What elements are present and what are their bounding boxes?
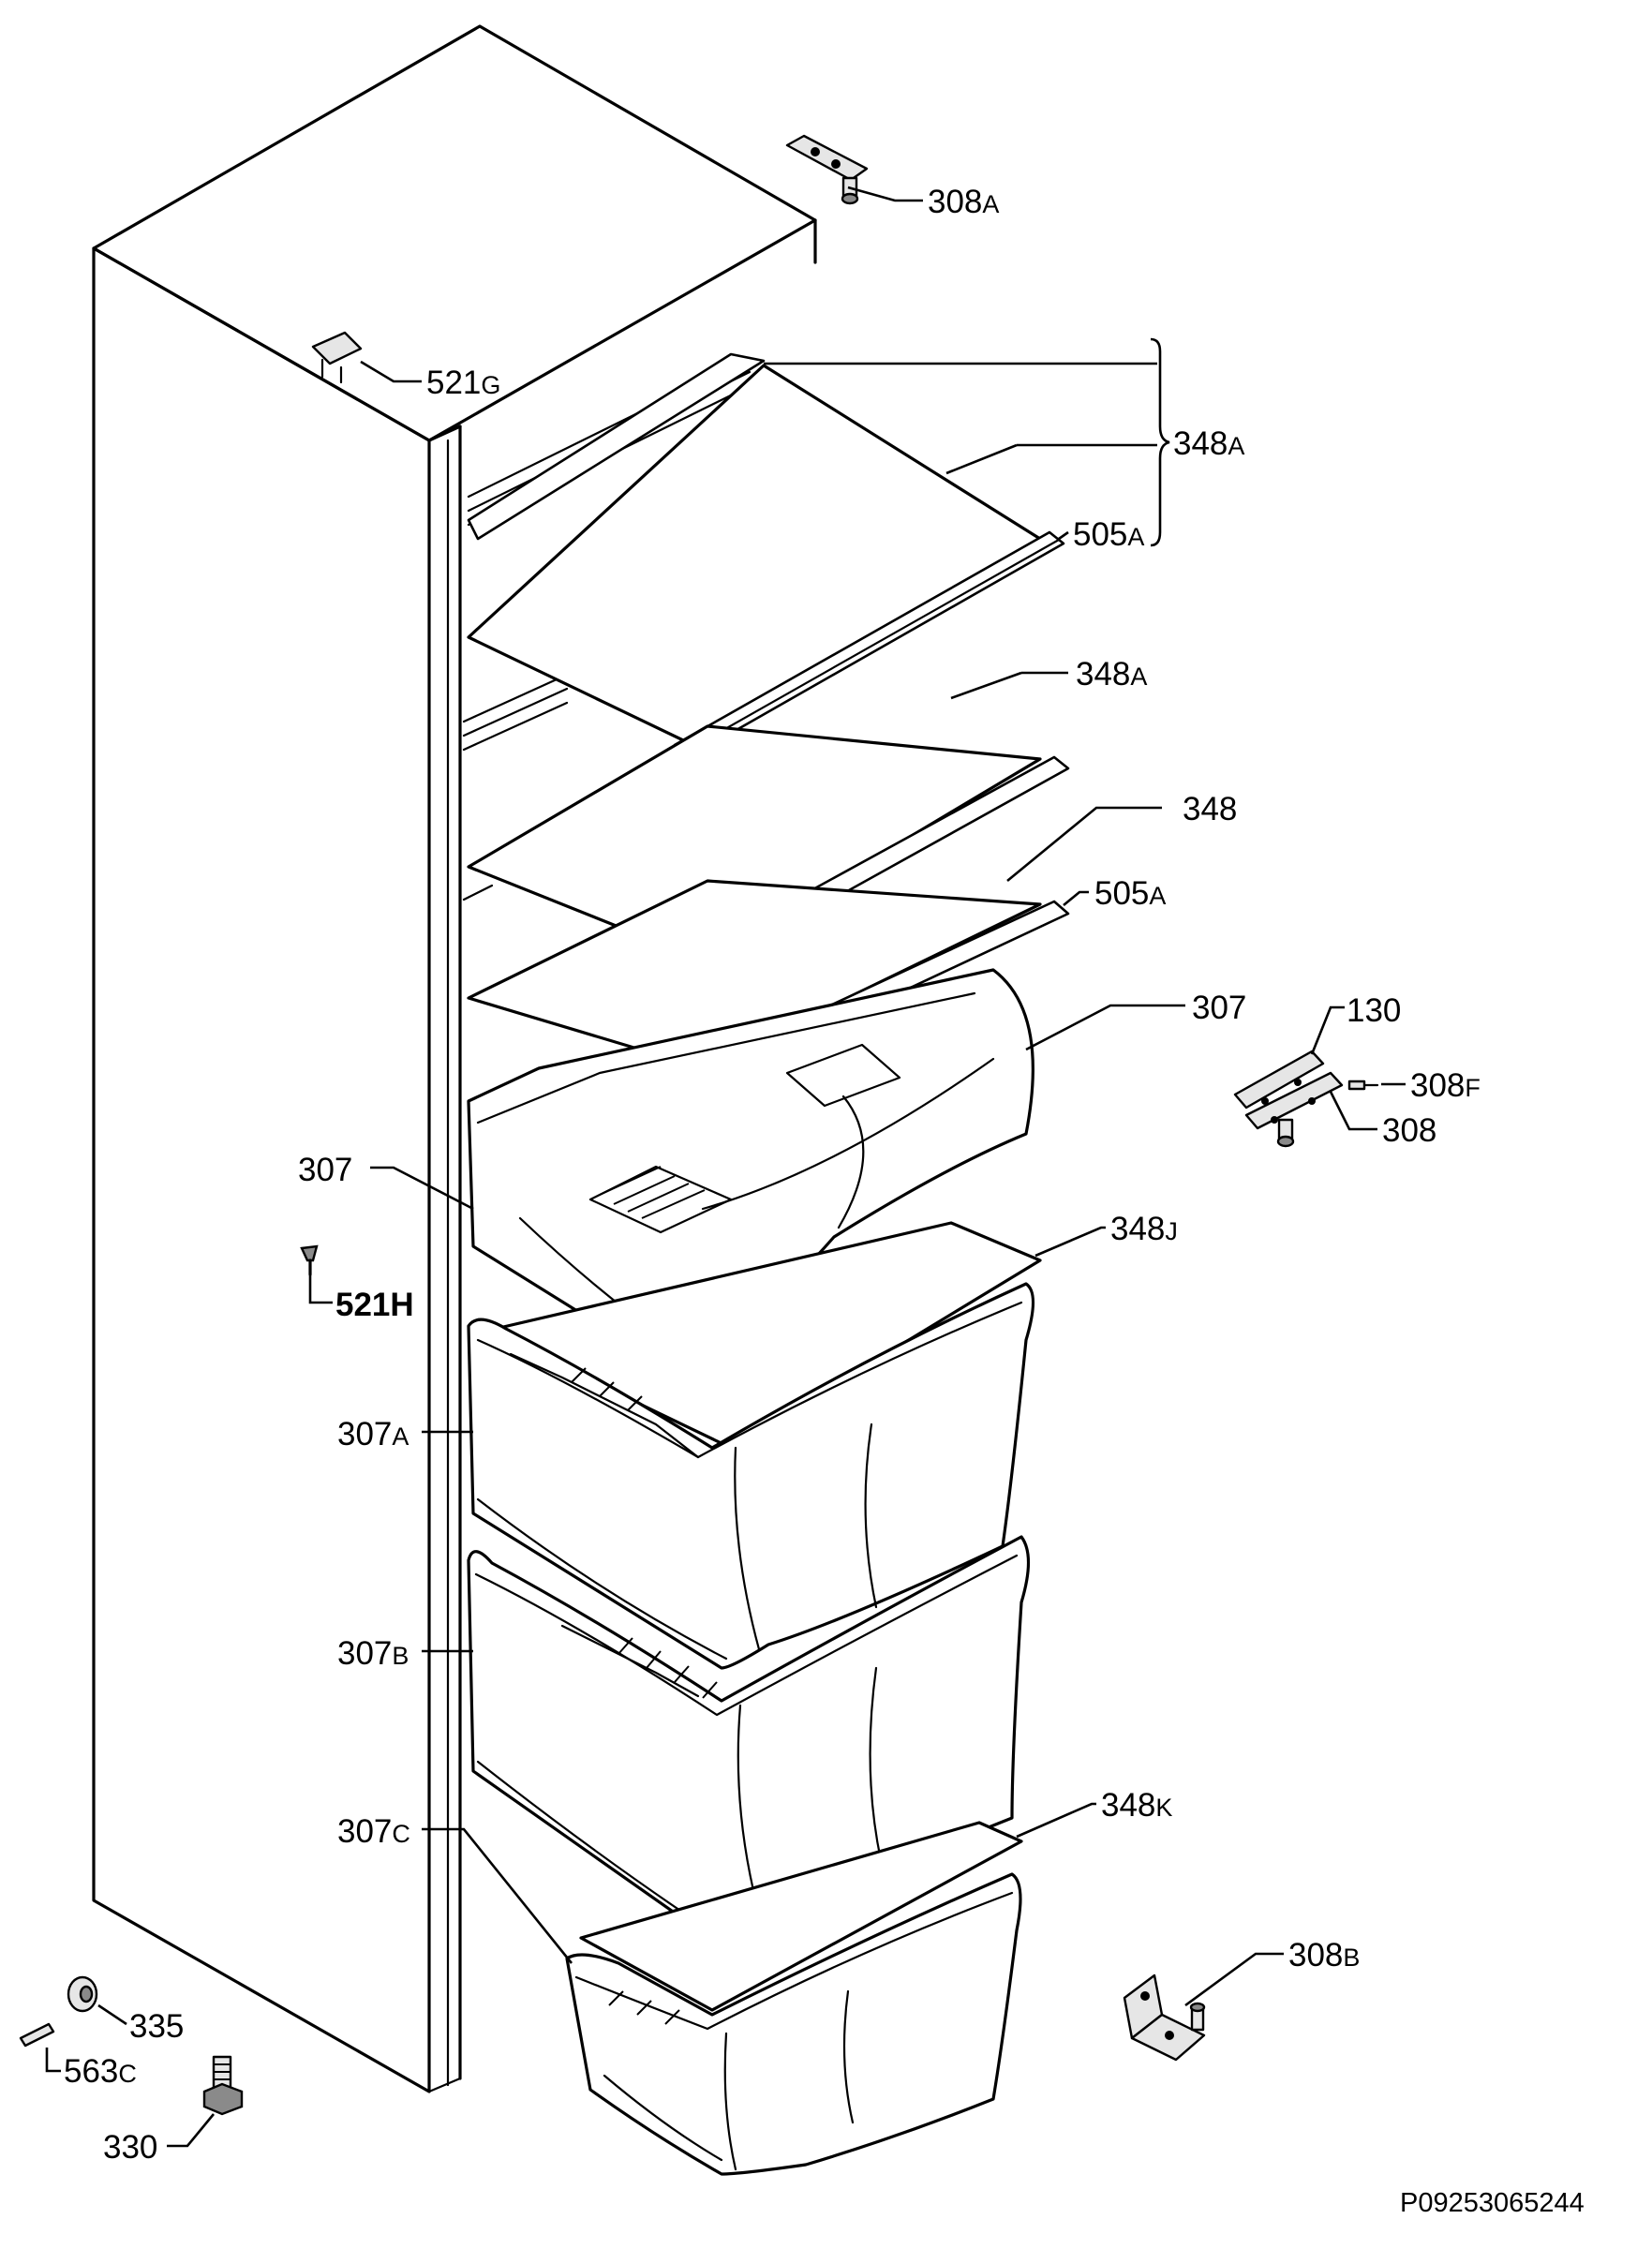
- adjustable-foot-icon: [202, 2055, 244, 2116]
- screw-icon: [300, 1244, 319, 1276]
- label-307b: 307B: [337, 1635, 409, 1672]
- shelf-glass-icon: [467, 352, 1065, 759]
- screw-icon: [1347, 1080, 1379, 1091]
- crisper-drawer-icon: [467, 1282, 1035, 1670]
- label-348a-mid: 348A: [1076, 656, 1147, 693]
- label-330: 330: [103, 2129, 157, 2166]
- pin-icon: [19, 2022, 55, 2048]
- label-521g: 521G: [426, 365, 500, 401]
- crisper-drawer-icon: [467, 1535, 1031, 1951]
- label-505a-low: 505A: [1094, 875, 1166, 912]
- hinge-bottom-icon: [1123, 1973, 1206, 2062]
- cover-cap-icon: [311, 331, 363, 384]
- label-348j: 348J: [1110, 1211, 1178, 1247]
- crisper-drawer-icon: [565, 1872, 1022, 2176]
- label-307-left: 307: [298, 1152, 352, 1188]
- bushing-icon: [67, 1975, 98, 2013]
- label-505a-top: 505A: [1073, 516, 1144, 553]
- label-308b: 308B: [1288, 1937, 1360, 1973]
- label-307a: 307A: [337, 1416, 409, 1452]
- label-521h: 521H: [335, 1287, 414, 1323]
- label-348: 348: [1183, 791, 1237, 827]
- hinge-middle-icon: [1233, 1050, 1344, 1148]
- shelf-glass-icon: [579, 1821, 1023, 2012]
- label-308a: 308A: [928, 184, 999, 220]
- label-348a-top: 348A: [1173, 425, 1244, 462]
- label-335: 335: [129, 2008, 184, 2045]
- label-563c: 563C: [64, 2053, 137, 2090]
- cabinet-body: [92, 24, 817, 2093]
- label-308f: 308F: [1410, 1067, 1481, 1104]
- label-307-right: 307: [1192, 990, 1246, 1026]
- label-130: 130: [1347, 992, 1401, 1029]
- label-348k: 348K: [1101, 1787, 1172, 1824]
- crisper-drawer-icon: [467, 968, 1034, 1366]
- hinge-top-icon: [785, 134, 869, 205]
- label-308: 308: [1382, 1112, 1436, 1149]
- document-number: P09253065244: [1400, 2188, 1585, 2218]
- label-307c: 307C: [337, 1813, 410, 1850]
